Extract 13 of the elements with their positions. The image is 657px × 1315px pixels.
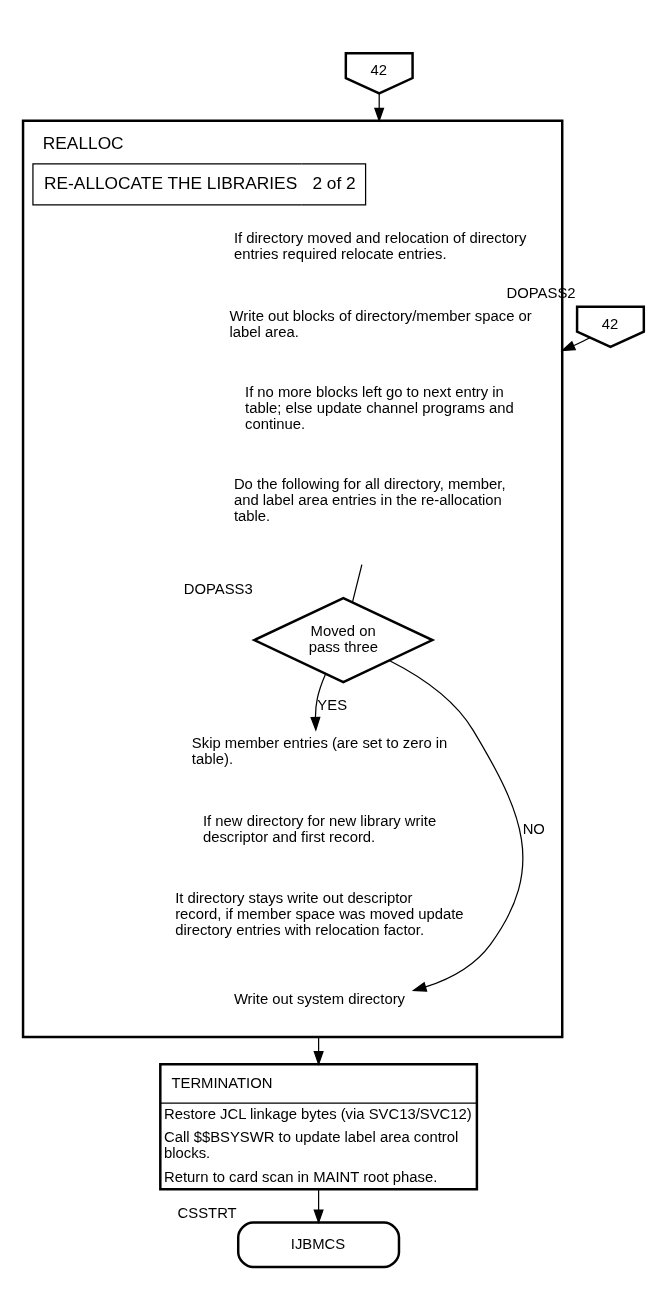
node-text: Write out system directory	[233, 990, 406, 1007]
node-text: It directory stays write out descriptor record, if member space was moved update directory entries with relocation factor.	[175, 889, 464, 938]
node-text: If no more blocks left go to next entry in table; else update channel programs and continue.	[245, 383, 514, 432]
node-text: If new directory for new library write descriptor and first record.	[202, 812, 437, 845]
node-text: If directory moved and relocation of directory entries required relocate entries.	[233, 229, 527, 262]
node-text: Skip member entries (are set to zero in table).	[191, 734, 448, 767]
node-label: CSSTRT	[177, 1204, 237, 1221]
edge-label: NO	[522, 820, 545, 837]
node-text: Do the following for all directory, member, and label area entries in the re-allocation table.	[233, 475, 506, 524]
edge-label: YES	[317, 696, 348, 713]
node-text: Write out blocks of directory/member space or label area.	[229, 307, 532, 340]
node-label: REALLOC	[42, 132, 124, 153]
node-label: DOPASS3	[183, 580, 253, 597]
